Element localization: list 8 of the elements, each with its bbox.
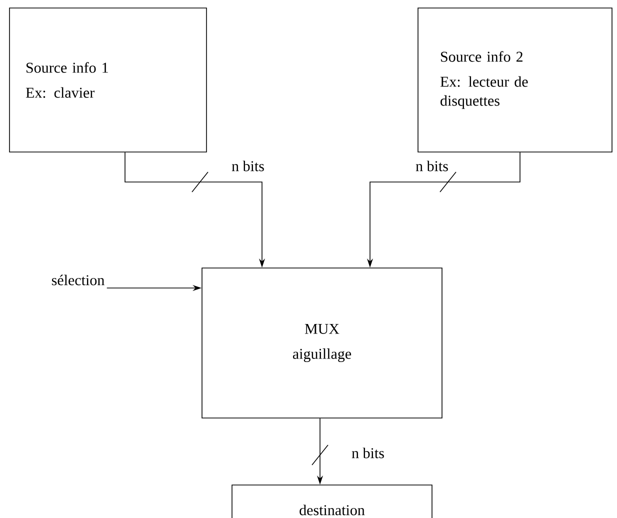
process-box: MUX aiguillage (202, 268, 442, 418)
process-box: Source info 1 Ex: clavier (9, 8, 207, 152)
edge-label: n bits (350, 446, 386, 460)
process-box: Source info 2 Ex: lecteur de disquettes (418, 8, 612, 152)
process-box: destination (232, 484, 432, 518)
edge-label: n bits (230, 160, 266, 172)
input-label: sélection (52, 274, 104, 286)
edge-label: n bits (414, 160, 450, 172)
